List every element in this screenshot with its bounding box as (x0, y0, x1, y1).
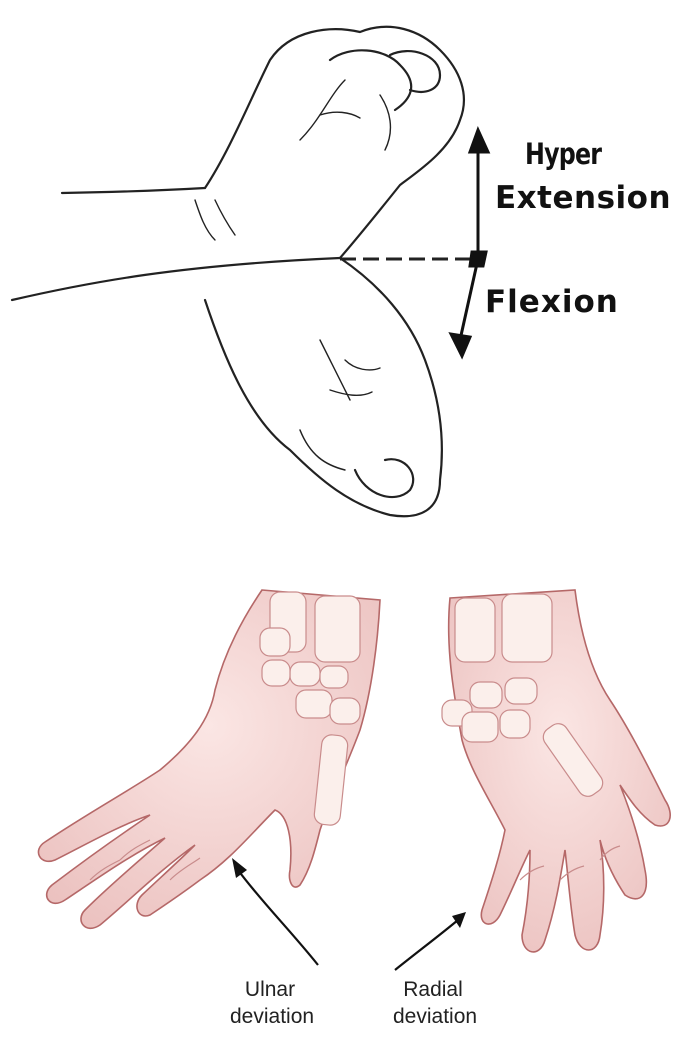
radial-arrow (395, 920, 458, 970)
radial-label-line1: Radial (393, 976, 473, 1003)
ulnar-deviation-hand (38, 590, 380, 928)
ulnar-label-line2: deviation (230, 1003, 310, 1030)
ulna-bone (315, 596, 360, 662)
radial-label-line2: deviation (393, 1003, 473, 1030)
ulnar-arrow (238, 870, 318, 965)
ulnar-deviation-label: Ulnar deviation (230, 976, 310, 1030)
ulnar-label-line1: Ulnar (230, 976, 310, 1003)
radial-deviation-hand (442, 590, 670, 952)
radial-deviation-label: Radial deviation (393, 976, 473, 1030)
